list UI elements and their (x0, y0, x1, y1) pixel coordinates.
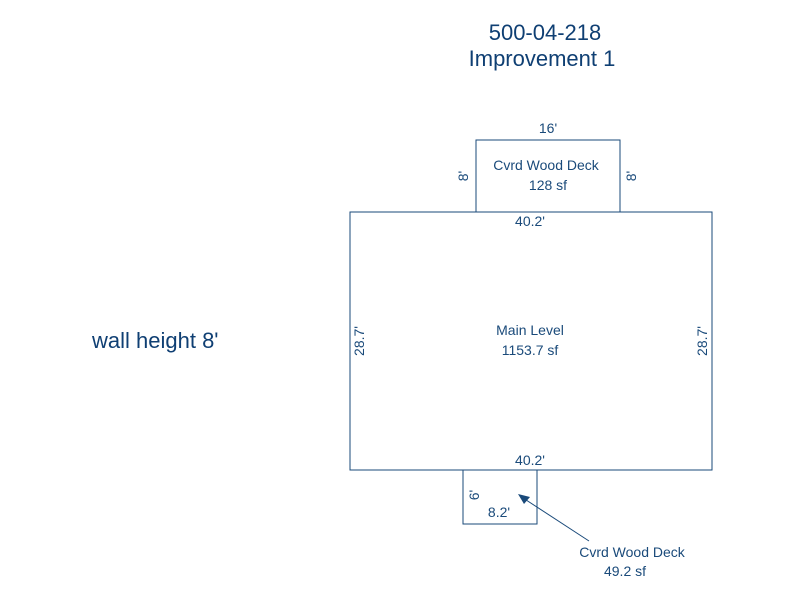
main-level-outline (349, 211, 713, 471)
main-left-length: 28.7' (351, 326, 367, 356)
top-deck-name: Cvrd Wood Deck (493, 157, 599, 173)
top-deck-area: 128 sf (528, 177, 568, 193)
main-bottom-length: 40.2' (515, 452, 545, 468)
bottom-deck-width: 8.2' (487, 504, 511, 520)
main-right-length: 28.7' (694, 326, 710, 356)
bottom-deck-outline (462, 469, 538, 525)
bottom-deck-depth: 6' (466, 489, 482, 501)
top-deck-width-label: 16' (538, 120, 558, 136)
bottom-deck-name: Cvrd Wood Deck (579, 544, 685, 560)
top-deck-outline (475, 139, 621, 213)
main-top-length: 40.2' (515, 213, 545, 229)
parcel-number: 500-04-218 (488, 20, 602, 45)
main-level-area: 1153.7 sf (501, 342, 559, 358)
wall-height-note: wall height 8' (92, 328, 219, 353)
callout-arrow-line (519, 495, 590, 542)
bottom-deck-area: 49.2 sf (603, 563, 647, 579)
top-deck-right-depth: 8' (623, 170, 639, 182)
improvement-title: Improvement 1 (468, 46, 616, 71)
main-level-name: Main Level (496, 322, 564, 338)
callout-arrow-head (518, 494, 530, 504)
top-deck-left-depth: 8' (455, 170, 471, 182)
